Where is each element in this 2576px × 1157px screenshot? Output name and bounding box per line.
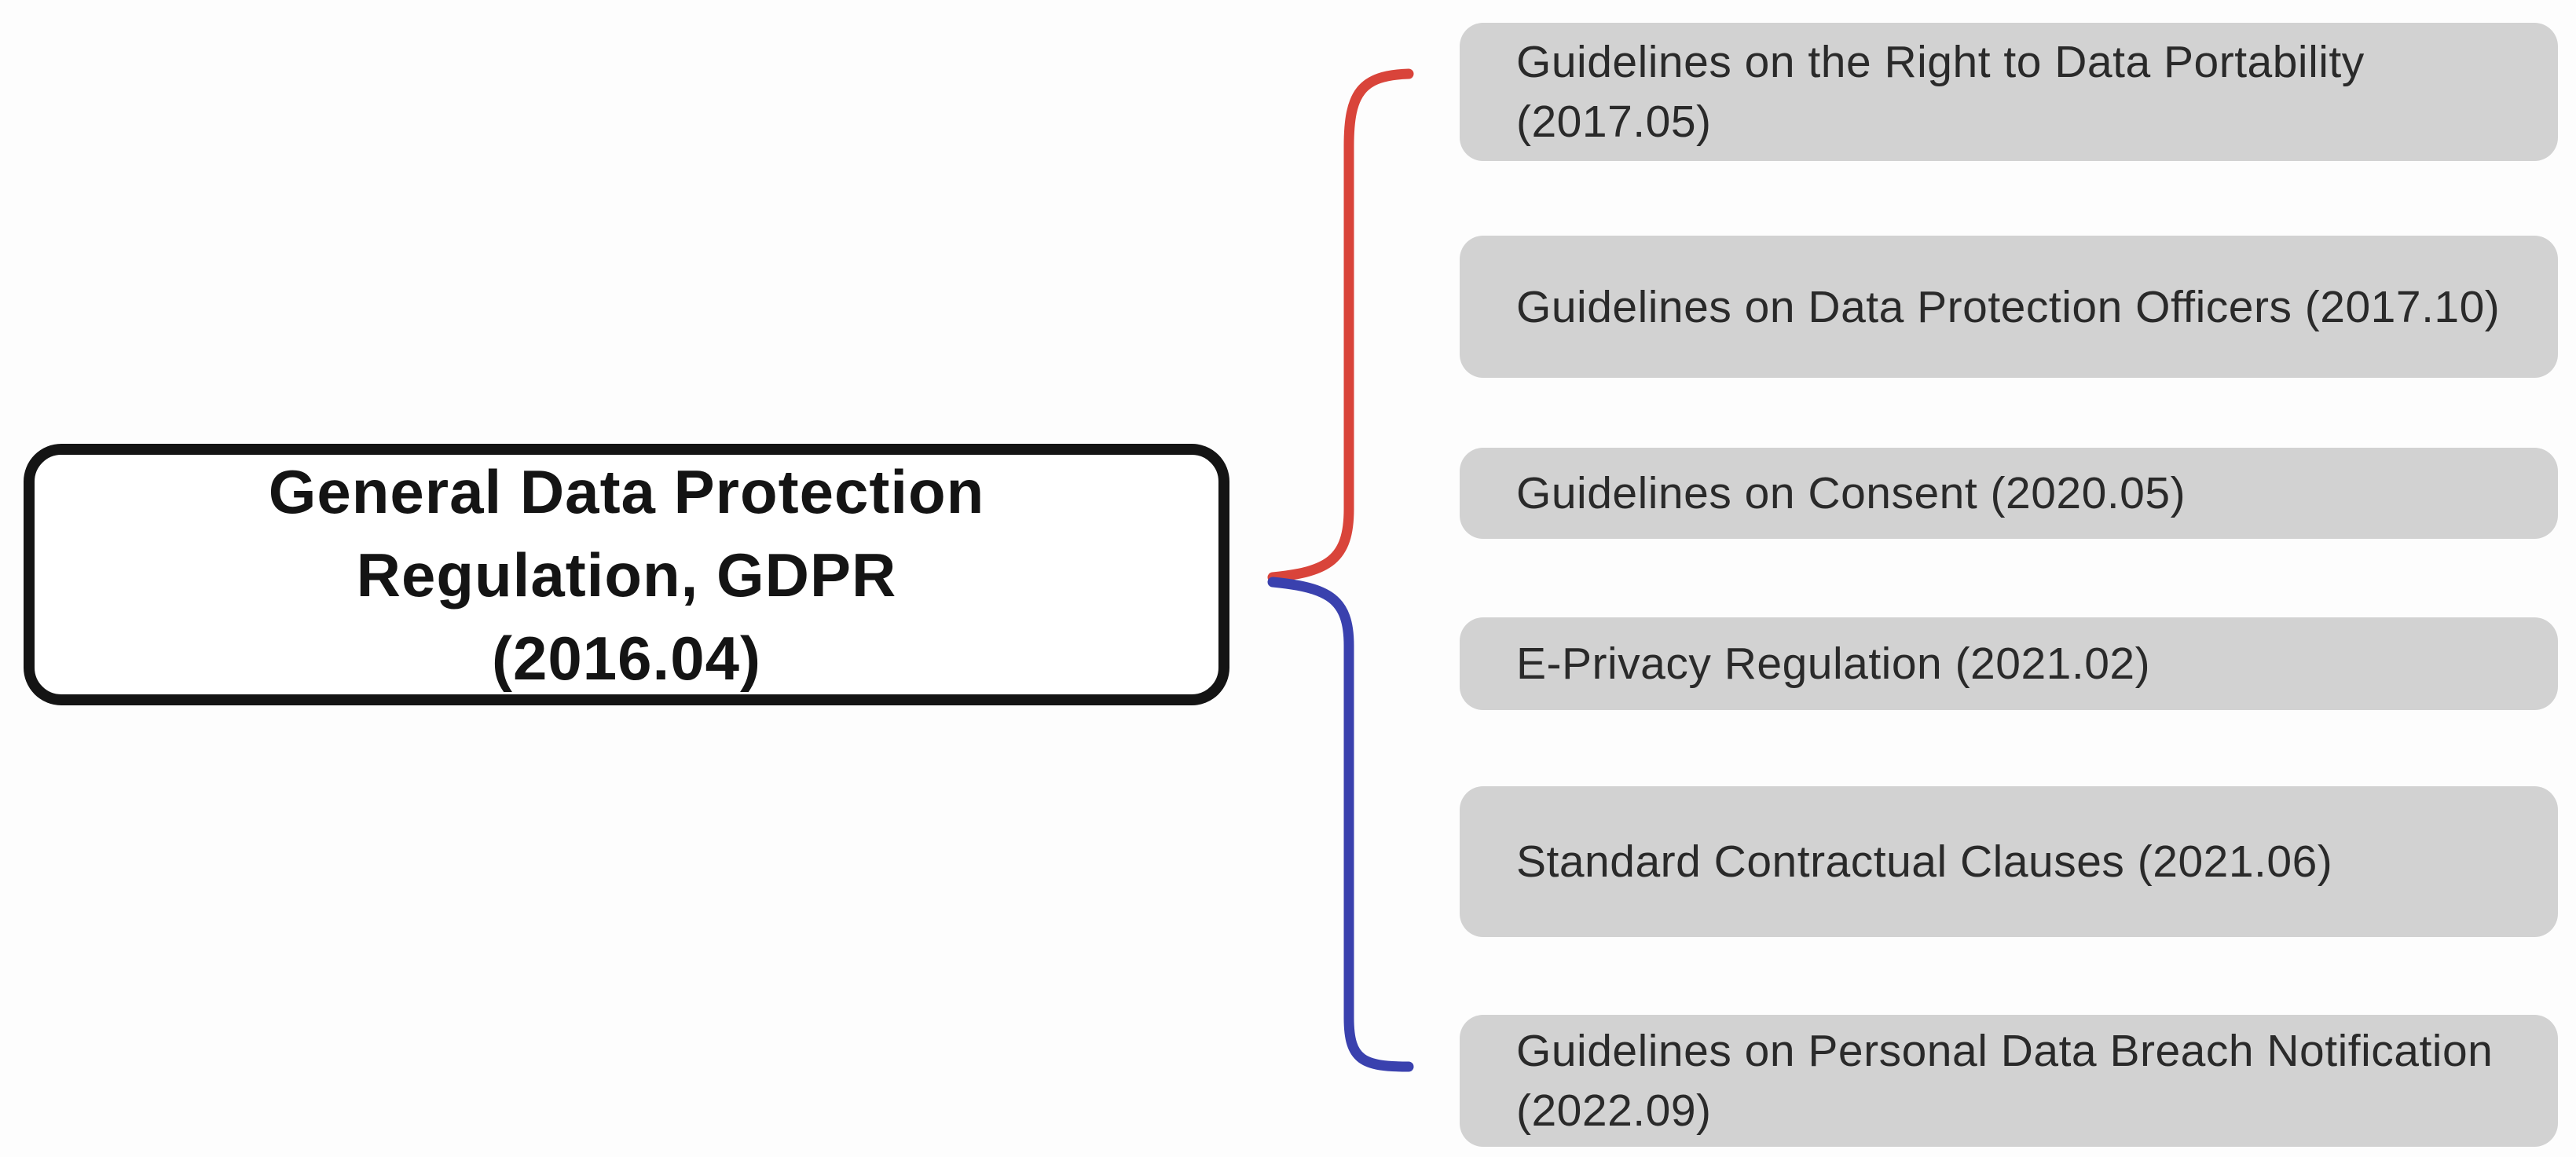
brace-bottom-blue-curve [1267, 577, 1414, 1072]
child-node-personal-data-breach-notification: Guidelines on Personal Data Breach Notif… [1460, 1015, 2558, 1147]
child-node-e-privacy-regulation: E-Privacy Regulation (2021.02) [1460, 617, 2558, 710]
child-node-label: Guidelines on Consent (2020.05) [1516, 468, 2186, 518]
brace-top-red-curve [1267, 68, 1414, 583]
root-node-gdpr: General Data Protection Regulation, GDPR… [24, 444, 1229, 705]
root-title-line-3: (2016.04) [492, 623, 761, 693]
root-title-line-2: Regulation, GDPR [356, 540, 897, 610]
child-node-label: Guidelines on Data Protection Officers (… [1516, 281, 2501, 332]
child-node-label: Standard Contractual Clauses (2021.06) [1516, 837, 2333, 887]
child-node-label: E-Privacy Regulation (2021.02) [1516, 639, 2151, 689]
child-node-right-to-data-portability: Guidelines on the Right to Data Portabil… [1460, 23, 2558, 161]
root-title-line-1: General Data Protection [268, 456, 985, 526]
child-node-standard-contractual-clauses: Standard Contractual Clauses (2021.06) [1460, 786, 2558, 937]
child-node-consent: Guidelines on Consent (2020.05) [1460, 448, 2558, 539]
child-node-label: Guidelines on Personal Data Breach Notif… [1516, 1026, 2494, 1136]
brace-connector [1267, 68, 1414, 1072]
child-node-label: Guidelines on the Right to Data Portabil… [1516, 37, 2365, 147]
child-node-data-protection-officers: Guidelines on Data Protection Officers (… [1460, 236, 2558, 378]
